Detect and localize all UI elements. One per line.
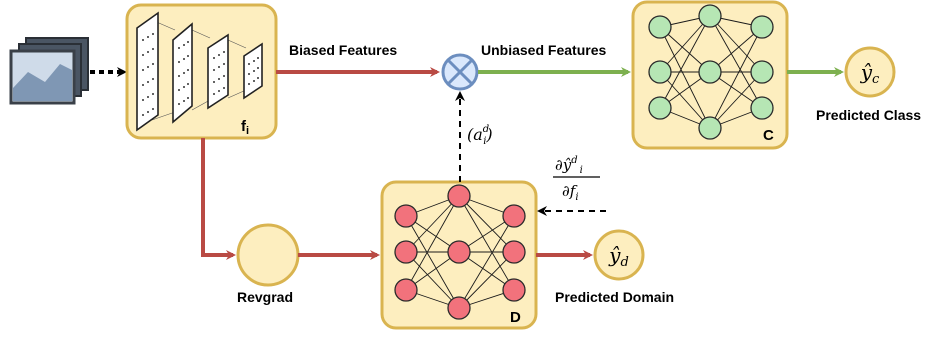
gradient-fraction: ∂ŷdi ∂fi [553, 155, 600, 203]
neuron [648, 15, 672, 39]
revgrad-label: Revgrad [237, 289, 293, 305]
unbiased-features-label: Unbiased Features [481, 42, 606, 58]
feature-extractor-label: fi [241, 118, 249, 137]
classifier-box: C [631, 0, 789, 150]
discriminator-label: D [510, 309, 521, 326]
image-stack-icon [9, 37, 89, 105]
neuron [502, 204, 526, 228]
neuron [447, 296, 471, 320]
revgrad-node [236, 223, 300, 287]
neuron [648, 60, 672, 84]
gradient-numerator: ∂ŷdi [555, 155, 583, 176]
predicted-class-label: Predicted Class [816, 107, 921, 123]
neuron [447, 240, 471, 264]
neuron [648, 96, 672, 120]
feature-extractor-box: fi [125, 3, 278, 140]
neuron [394, 240, 418, 264]
neuron [394, 204, 418, 228]
discriminator-box: D [380, 180, 538, 330]
neuron [750, 96, 774, 120]
conv-layers [136, 11, 263, 132]
neuron [502, 240, 526, 264]
multiply-circle-icon [441, 53, 479, 91]
neuron [750, 60, 774, 84]
neuron [394, 278, 418, 302]
neuron [750, 15, 774, 39]
neuron [502, 278, 526, 302]
biased-features-label: Biased Features [289, 42, 397, 58]
gradient-denominator: ∂fi [562, 182, 579, 203]
neuron [698, 60, 722, 84]
neuron [698, 4, 722, 28]
predicted-class-node [844, 46, 896, 98]
predicted-domain-symbol: ŷd [608, 243, 629, 270]
neuron [447, 184, 471, 208]
branch-to-revgrad-arrow [201, 138, 236, 260]
classifier-label: C [763, 127, 774, 144]
predicted-domain-label: Predicted Domain [555, 289, 674, 305]
predicted-domain-node [593, 229, 645, 281]
predicted-class-symbol: ŷc [860, 60, 880, 87]
neuron [698, 116, 722, 140]
